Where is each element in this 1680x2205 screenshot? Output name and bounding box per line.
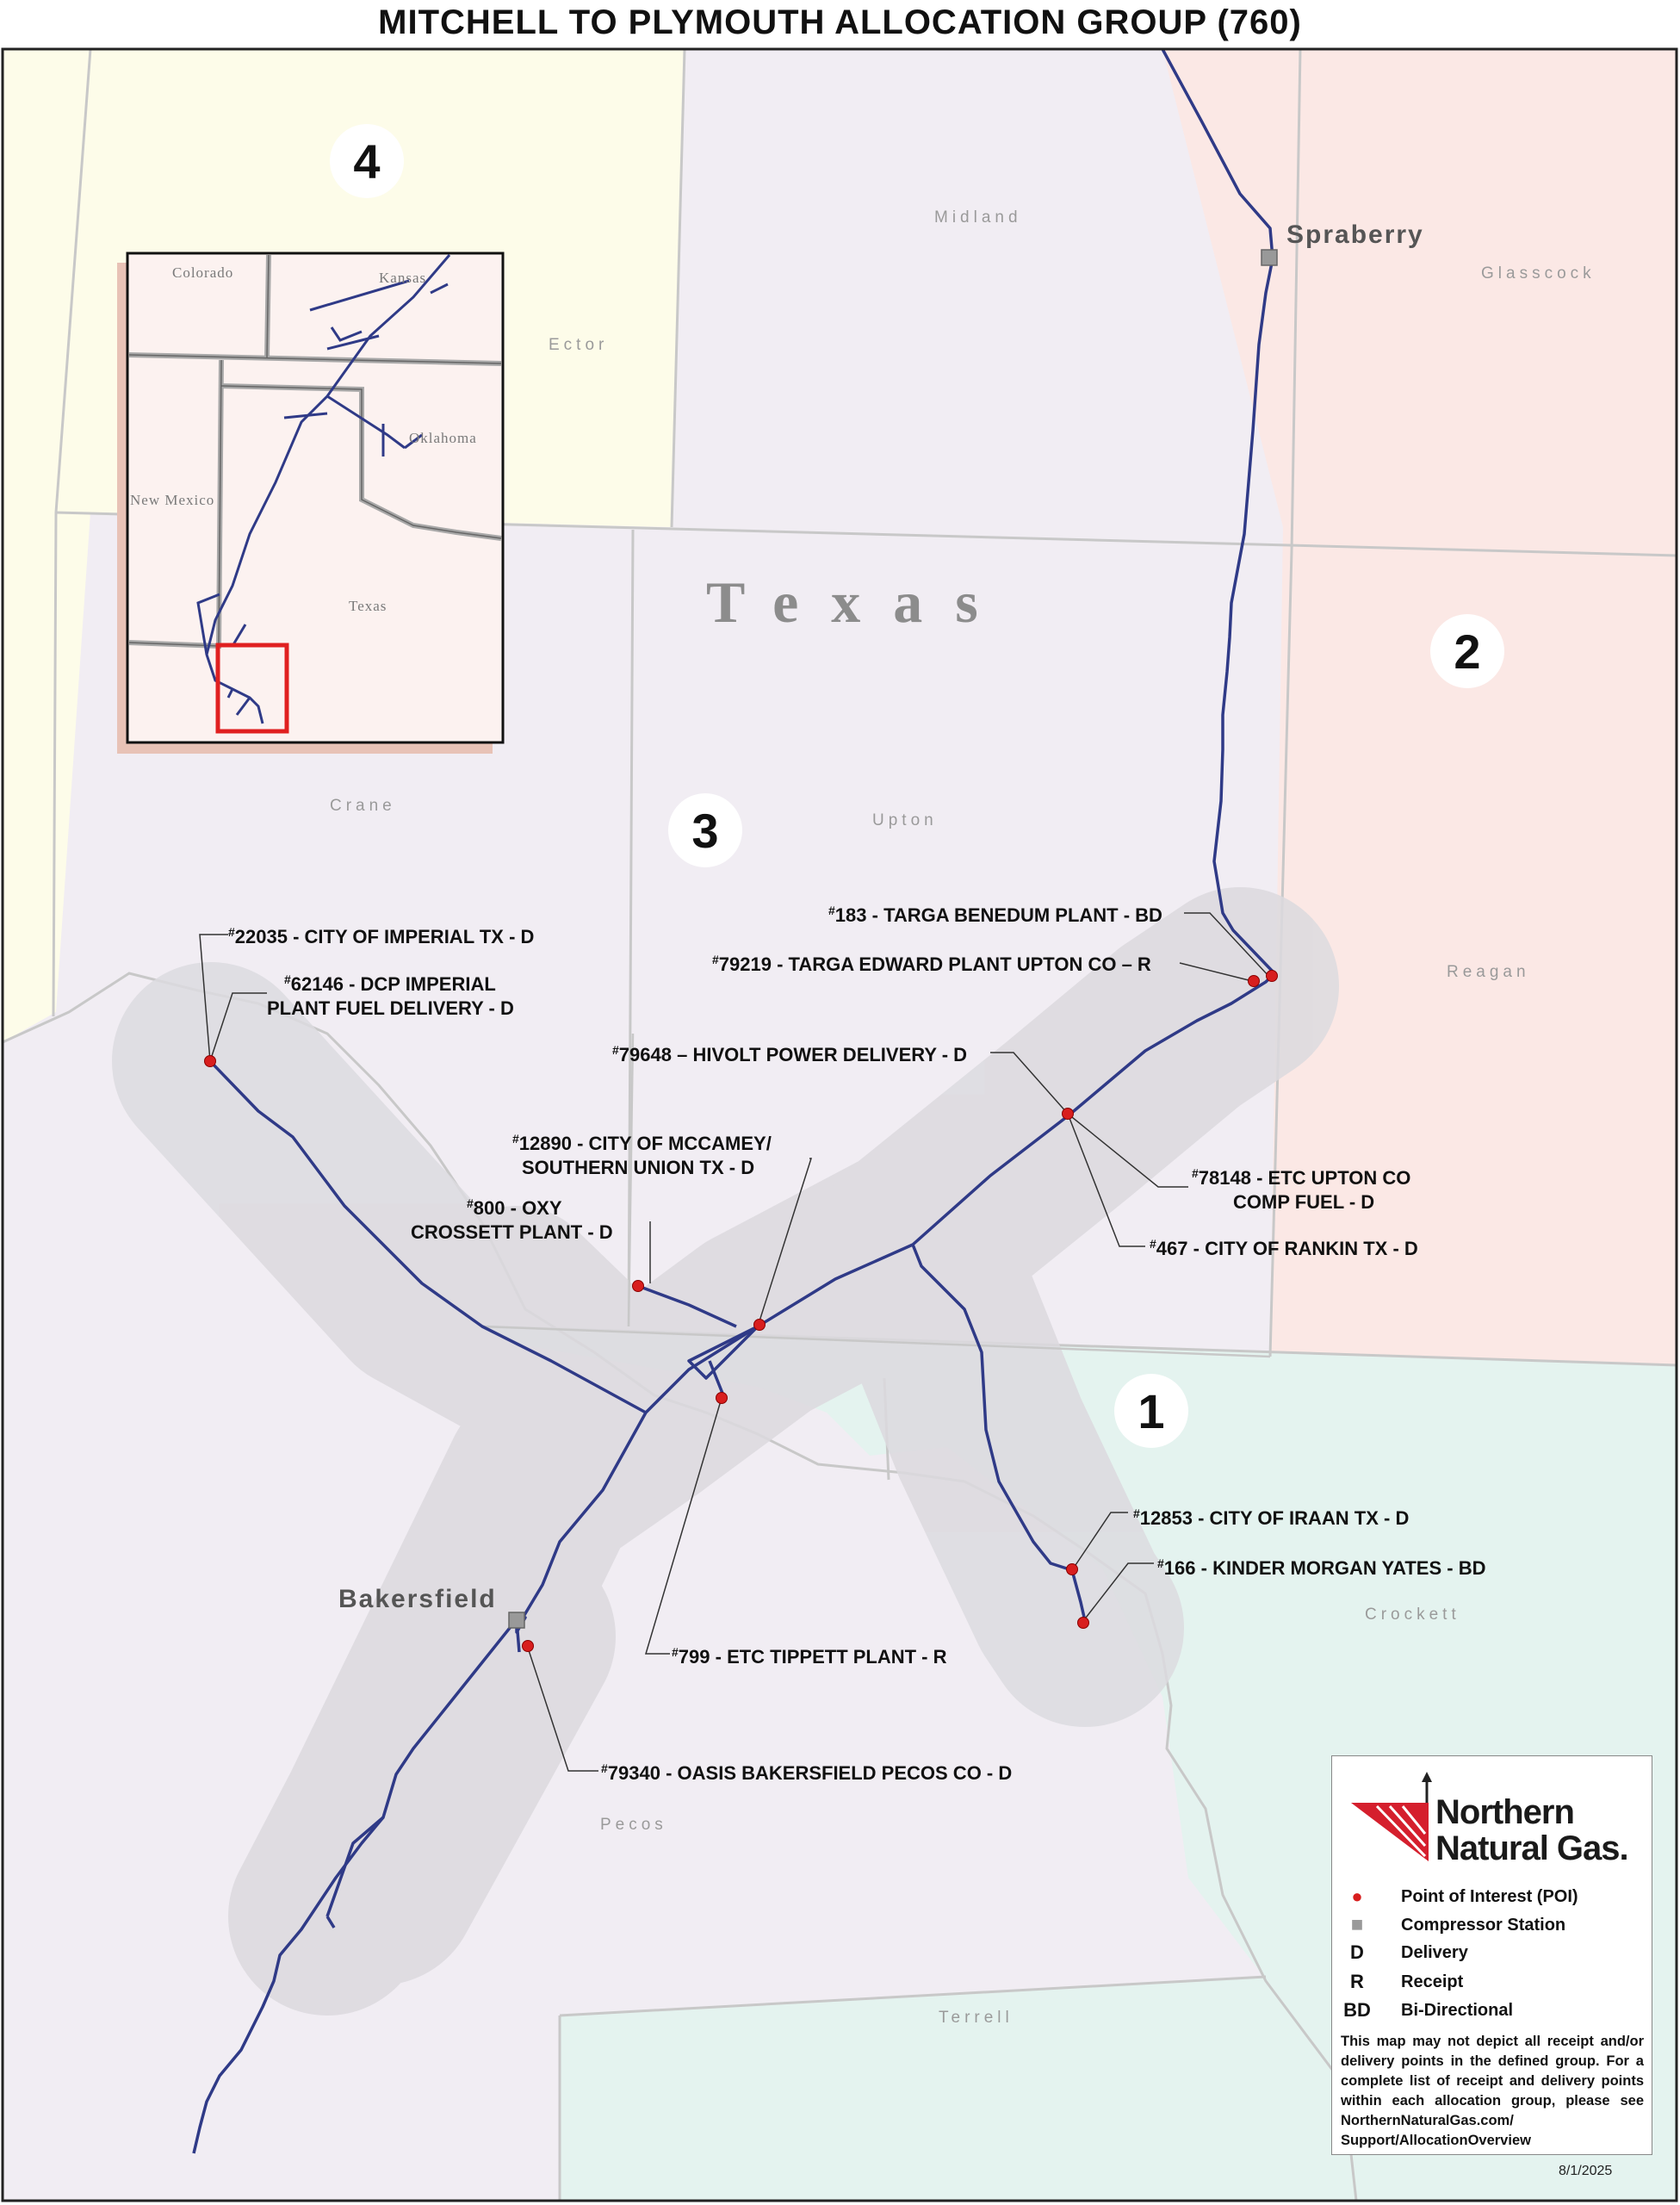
inset-label-kansas: Kansas [379,270,426,286]
legend-label-poi: Point of Interest (POI) [1401,1887,1578,1906]
svg-text:3: 3 [691,804,718,858]
legend-disclaimer: This map may not depict all receipt and/… [1341,2034,1644,2148]
poi-label-79648: #79648 – HIVOLT POWER DELIVERY - D [612,1043,967,1065]
county-label-midland: Midland [934,208,1022,227]
poi-leader-lines [199,912,1271,1772]
poi-183 [1266,970,1278,982]
inset-label-texas: Texas [349,598,387,614]
poi-label-12853: #12853 - CITY OF IRAAN TX - D [1133,1506,1409,1529]
bakersfield-compressor-station [508,1612,525,1629]
station-label-bakersfield: Bakersfield [338,1585,497,1613]
poi-label-22035: #22035 - CITY OF IMPERIAL TX - D [228,925,534,947]
map-date: 8/1/2025 [1559,2164,1613,2178]
poi-166 [1077,1617,1089,1629]
legend-symbol-bd: BD [1343,1999,1371,2021]
state-label-texas: Texas [706,569,1011,635]
legend-symbol-d: D [1350,1941,1364,1963]
county-label-reagan: Reagan [1447,963,1530,981]
poi-dot-icon: ● [1351,1885,1363,1907]
county-label-pecos: Pecos [600,1816,667,1834]
legend-box: Northern Natural Gas. ● Point of Interes… [1331,1755,1652,2155]
poi-800 [632,1280,644,1292]
poi-label-166: #166 - KINDER MORGAN YATES - BD [1157,1556,1485,1579]
county-label-terrell: Terrell [939,2009,1014,2027]
poi-22035 [204,1055,216,1067]
county-label-crane: Crane [330,797,396,815]
poi-79219 [1248,975,1260,987]
poi-label-799: #799 - ETC TIPPETT PLANT - R [672,1645,947,1668]
zone-marker-3: 3 [668,793,742,867]
poi-label-78148: #78148 - ETC UPTON CO [1192,1166,1410,1189]
poi-799 [716,1392,728,1404]
poi-label-12890-line2: SOUTHERN UNION TX - D [522,1157,754,1178]
poi-label-467: #467 - CITY OF RANKIN TX - D [1150,1237,1418,1259]
svg-text:2: 2 [1454,624,1480,679]
zone-marker-1: 1 [1114,1374,1188,1448]
pipeline-network [192,48,1276,2154]
county-label-glasscock: Glasscock [1481,264,1596,283]
poi-12890 [753,1319,766,1331]
poi-12853 [1066,1563,1078,1575]
poi-79648 [1062,1108,1074,1120]
county-lines-overlay [481,1033,1271,1358]
svg-text:1: 1 [1138,1384,1164,1438]
station-label-spraberry: Spraberry [1286,220,1424,249]
inset-label-new-mexico: New Mexico [130,492,214,508]
spraberry-compressor-station [1261,249,1278,266]
legend-label-bidirectional: Bi-Directional [1401,2001,1514,2020]
compressor-square-icon: ■ [1350,1913,1364,1936]
county-label-crockett: Crockett [1365,1606,1460,1624]
zone-marker-2: 2 [1430,614,1504,688]
logo-mark-icon [1351,1772,1432,1861]
legend-symbol-r: R [1350,1971,1364,1992]
poi-label-183: #183 - TARGA BENEDUM PLANT - BD [828,904,1162,926]
poi-label-79219: #79219 - TARGA EDWARD PLANT UPTON CO – R [712,953,1151,975]
poi-label-62146: #62146 - DCP IMPERIAL [284,972,496,995]
logo-line-1: Northern [1435,1793,1575,1831]
northern-natural-gas-logo: Northern Natural Gas. [1342,1772,1644,1875]
county-label-ector: Ector [549,336,608,354]
poi-label-79340: #79340 - OASIS BAKERSFIELD PECOS CO - D [601,1761,1012,1784]
map-title: MITCHELL TO PLYMOUTH ALLOCATION GROUP (7… [378,3,1302,41]
poi-label-62146-line2: PLANT FUEL DELIVERY - D [267,997,514,1019]
county-label-upton: Upton [872,811,938,829]
poi-label-12890: #12890 - CITY OF MCCAMEY/ [512,1132,772,1154]
inset-label-oklahoma: Oklahoma [409,430,477,446]
inset-locator-map: Colorado Kansas Oklahoma New Mexico Texa… [117,252,505,754]
poi-points [204,970,1278,1652]
logo-line-2: Natural Gas. [1435,1829,1629,1867]
legend-label-receipt: Receipt [1401,1972,1464,1991]
poi-label-78148-line2: COMP FUEL - D [1233,1191,1374,1213]
legend-label-compressor: Compressor Station [1401,1916,1566,1935]
poi-79340 [522,1640,534,1652]
zone-marker-4: 4 [330,124,404,198]
svg-text:4: 4 [353,134,380,189]
map-frame [1,47,1678,2202]
poi-label-800: #800 - OXY [467,1196,562,1219]
poi-label-800-line2: CROSSETT PLANT - D [411,1221,613,1243]
zone-1-lower-area [560,1977,1352,2201]
inset-label-colorado: Colorado [172,264,233,281]
legend-label-delivery: Delivery [1401,1943,1468,1962]
